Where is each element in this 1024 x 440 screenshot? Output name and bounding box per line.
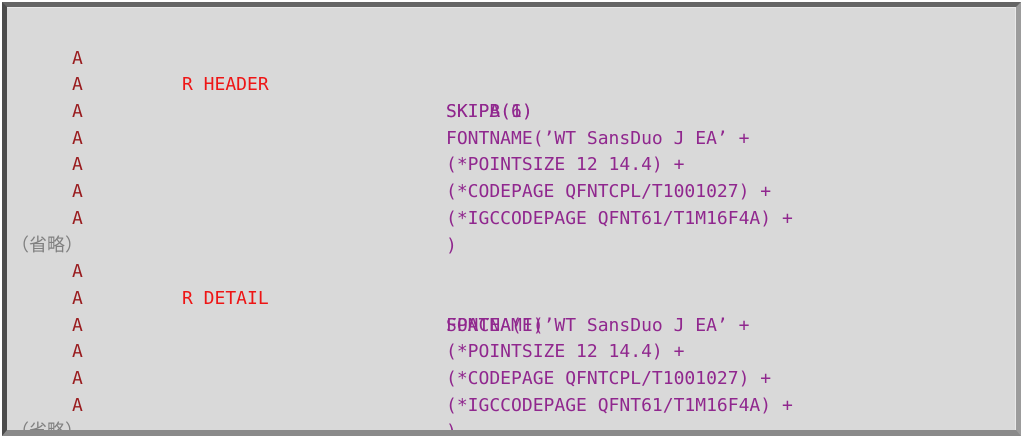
code-line: A (*IGCCODEPAGE QFNT61/T1M16F4A) + [7,152,1016,229]
sequence-code: A [72,341,83,363]
keyword-entry: SKIPB(1) [446,101,533,123]
keyword-entry: (*POINTSIZE 12 14.4) + [446,154,685,176]
sequence-code: A [72,207,83,229]
keyword-entry: ) [446,234,457,256]
omitted-marker: （省略） [11,234,83,256]
keyword-entry: ) [446,421,457,436]
code-line: A (*POINTSIZE 12 14.4) + [7,286,1016,363]
code-line: A (*POINTSIZE 12 14.4) + [7,99,1016,176]
code-line: A R HEADER SKIPB(1) [7,19,1016,122]
code-line: A R DETAIL SPACEA(1) [7,233,1016,335]
code-line: A ) [7,366,1016,430]
sequence-code: A [72,261,83,283]
sequence-code: A [72,314,83,336]
code-line: A SKIPA(6) [7,46,1016,122]
sequence-code: A [72,181,83,203]
sequence-code: A [72,154,83,176]
sequence-code: A [72,47,83,69]
sequence-code: A [72,287,83,309]
code-line: A (*IGCCODEPAGE QFNT61/T1M16F4A) + [7,339,1016,416]
keyword-entry: FONTNAME(’WT SansDuo J EA’ + [446,314,750,336]
keyword-entry: (*IGCCODEPAGE QFNT61/T1M16F4A) + [446,394,793,416]
keyword-entry: (*POINTSIZE 12 14.4) + [446,341,685,363]
code-line: A ) [7,179,1016,256]
code-line: A (*CODEPAGE QFNTCPL/T1001027) + [7,313,1016,389]
code-line: A FONTNAME(’WT SansDuo J EA’ + [7,72,1016,149]
sequence-code: A [72,394,83,416]
keyword-entry: SPACEA(1) [446,314,544,336]
keyword-entry: (*CODEPAGE QFNTCPL/T1001027) + [446,367,772,389]
sequence-code: A [72,101,83,123]
keyword-entry: (*CODEPAGE QFNTCPL/T1001027) + [446,181,772,203]
sequence-code: A [72,74,83,96]
code-line: （省略） [7,393,1016,430]
sequence-code: A [72,127,83,149]
keyword-entry: FONTNAME(’WT SansDuo J EA’ + [446,127,750,149]
keyword-entry: (*IGCCODEPAGE QFNT61/T1M16F4A) + [446,207,793,229]
sequence-code: A [72,367,83,389]
omitted-marker: （省略） [11,421,83,436]
record-format-name: R DETAIL [182,287,269,309]
keyword-entry: SKIPA(6) [446,101,533,123]
code-line: A FONTNAME(’WT SansDuo J EA’ + [7,259,1016,336]
code-line: A (*CODEPAGE QFNTCPL/T1001027) + [7,126,1016,202]
code-line: （省略） [7,206,1016,256]
record-format-name: R HEADER [182,74,269,96]
